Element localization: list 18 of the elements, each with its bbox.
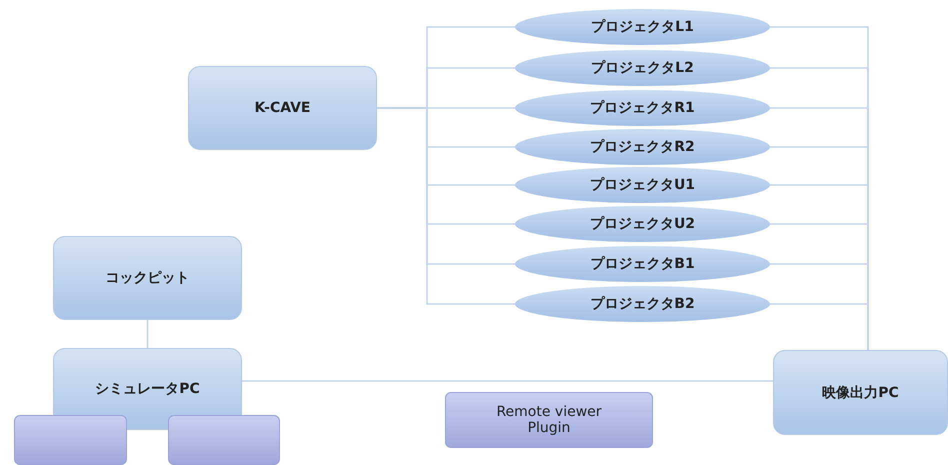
connector-line <box>377 107 515 305</box>
plugin-box: Remote viewer Plugin <box>445 392 653 448</box>
device-box: 映像出力PC <box>773 350 948 435</box>
connector-line <box>146 320 148 348</box>
software-box <box>168 415 280 465</box>
device-box: K-CAVE <box>188 66 377 150</box>
projector-ellipse: プロジェクタR2 <box>515 129 770 165</box>
projector-ellipse: プロジェクタU1 <box>515 167 770 203</box>
projector-ellipse: プロジェクタL1 <box>515 9 770 45</box>
projector-ellipse: プロジェクタB1 <box>515 246 770 282</box>
projector-ellipse: プロジェクタU2 <box>515 206 770 242</box>
projector-ellipse: プロジェクタL2 <box>515 50 770 86</box>
projector-ellipse: プロジェクタR1 <box>515 90 770 126</box>
projector-ellipse: プロジェクタB2 <box>515 286 770 322</box>
connector-line <box>770 303 869 350</box>
software-box <box>14 415 127 465</box>
connector-line <box>242 380 773 382</box>
device-box: コックピット <box>53 236 242 320</box>
